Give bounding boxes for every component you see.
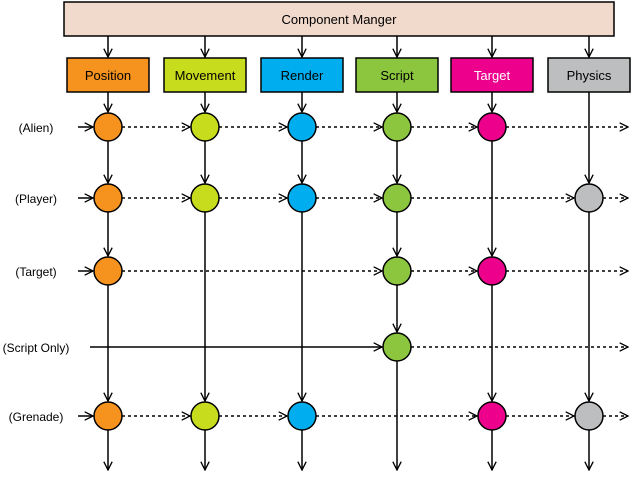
component-label-physics: Physics: [567, 68, 612, 83]
node-position-1: [93, 183, 123, 213]
component-manager-box: [63, 1, 615, 37]
component-manager: Component Manger: [63, 1, 615, 37]
node-script-2: [382, 256, 412, 286]
node-movement-4: [190, 401, 220, 431]
entity-label: (Grenade): [9, 410, 64, 424]
component-headers: Position Movement Render Script Target Physic…: [66, 57, 631, 93]
node-position-4: [93, 401, 123, 431]
node-render-0: [287, 112, 317, 142]
node-script-3: [382, 332, 412, 362]
node-position-2: [93, 256, 123, 286]
node-physics-1: [574, 183, 604, 213]
component-box-render: [260, 57, 344, 93]
component-label-script: Script: [380, 68, 414, 83]
node-script-1: [382, 183, 412, 213]
node-target-0: [477, 112, 507, 142]
node-physics-4: [574, 401, 604, 431]
component-manager-title: Component Manger: [282, 12, 398, 27]
component-label-position: Position: [85, 68, 131, 83]
entity-labels: (Alien) (Player) (Target) (Script Only) (Gre…: [3, 121, 70, 424]
vertical-flow-lines: [108, 36, 589, 470]
component-box-physics: [547, 57, 631, 93]
component-label-movement: Movement: [175, 68, 236, 83]
component-box-position: [66, 57, 150, 93]
entity-nodes: [93, 112, 604, 431]
node-render-1: [287, 183, 317, 213]
component-label-target: Target: [474, 68, 511, 83]
entity-dashed-lines: [78, 127, 628, 416]
node-movement-0: [190, 112, 220, 142]
component-box-script: [355, 57, 439, 93]
node-render-4: [287, 401, 317, 431]
component-box-movement: [163, 57, 247, 93]
node-movement-1: [190, 183, 220, 213]
entity-label: (Script Only): [3, 341, 70, 355]
node-target-2: [477, 256, 507, 286]
node-position-0: [93, 112, 123, 142]
component-box-target: [450, 57, 534, 93]
entity-label: (Player): [15, 192, 57, 206]
component-label-render: Render: [281, 68, 324, 83]
entity-label: (Target): [15, 265, 56, 279]
node-target-4: [477, 401, 507, 431]
node-script-0: [382, 112, 412, 142]
entity-label: (Alien): [19, 121, 54, 135]
